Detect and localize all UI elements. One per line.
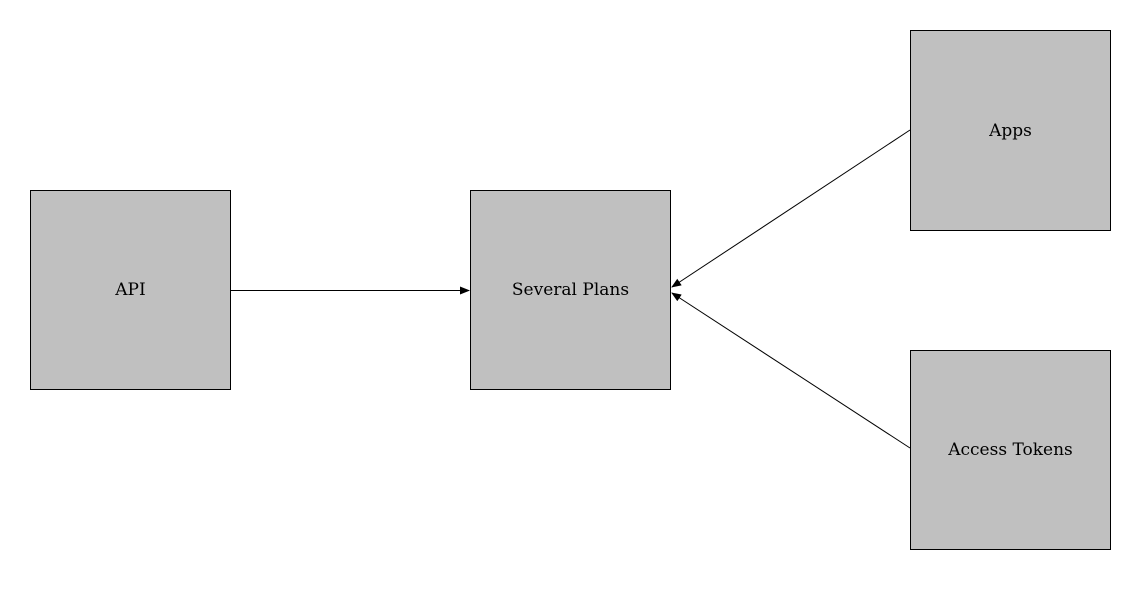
node-api-label: API bbox=[115, 280, 146, 300]
node-access-tokens: Access Tokens bbox=[910, 350, 1111, 550]
edge-access-tokens-to-several-plans bbox=[671, 292, 911, 449]
node-several-plans-label: Several Plans bbox=[511, 280, 630, 300]
edge-apps-to-several-plans bbox=[671, 129, 911, 288]
node-access-tokens-label: Access Tokens bbox=[948, 440, 1073, 460]
node-several-plans: Several Plans bbox=[470, 190, 671, 390]
node-api: API bbox=[30, 190, 231, 390]
node-apps-label: Apps bbox=[989, 120, 1032, 141]
node-apps: Apps bbox=[910, 30, 1111, 231]
